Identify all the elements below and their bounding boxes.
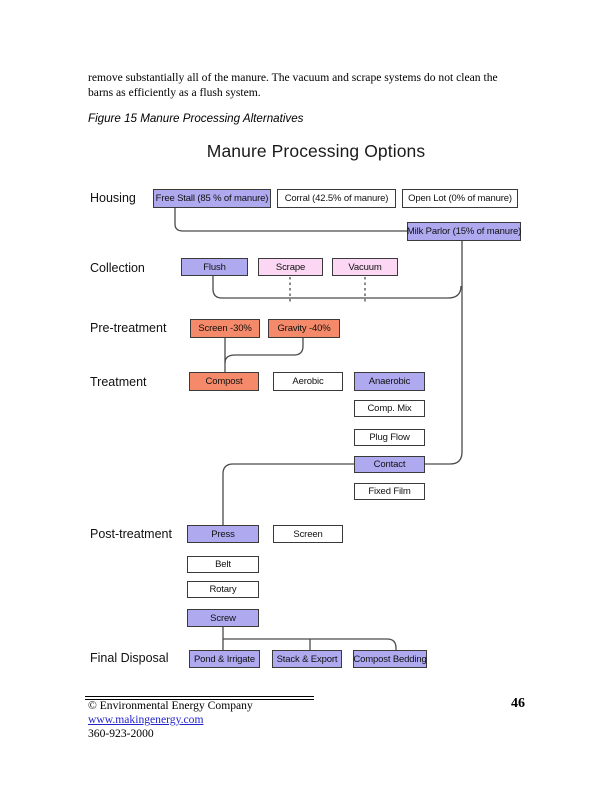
footer-website-link[interactable]: www.makingenergy.com (88, 713, 204, 726)
page-number: 46 (511, 696, 525, 711)
row-label-housing: Housing (90, 191, 136, 205)
connector-contact-to-press (222, 463, 354, 525)
box-aerobic: Aerobic (273, 372, 343, 391)
diagram-title: Manure Processing Options (206, 141, 426, 161)
box-milk-parlor: Milk Parlor (15% of manure) (407, 222, 521, 241)
box-free-stall: Free Stall (85 % of manure) (153, 189, 271, 208)
box-compost: Compost (189, 372, 259, 391)
connector-flush-to-mainline (212, 276, 462, 299)
box-screen-pretreatment: Screen -30% (190, 319, 260, 338)
box-flush: Flush (181, 258, 248, 276)
figure-caption: Figure 15 Manure Processing Alternatives (88, 112, 304, 125)
box-pond-irrigate: Pond & Irrigate (189, 650, 260, 668)
box-stack-export: Stack & Export (272, 650, 342, 668)
box-rotary: Rotary (187, 581, 259, 598)
box-comp-mix: Comp. Mix (354, 400, 425, 417)
box-screw: Screw (187, 609, 259, 627)
box-compost-bedding: Compost Bedding (353, 650, 427, 668)
box-anaerobic: Anaerobic (354, 372, 425, 391)
box-contact: Contact (354, 456, 425, 473)
connector-freestall-to-milkparlor (174, 208, 407, 232)
box-open-lot: Open Lot (0% of manure) (402, 189, 518, 208)
row-label-collection: Collection (90, 261, 145, 275)
footer-phone: 360-923-2000 (88, 727, 154, 740)
box-plug-flow: Plug Flow (354, 429, 425, 446)
body-paragraph-line-1: remove substantially all of the manure. … (88, 71, 498, 84)
body-paragraph-line-2: barns as efficiently as a flush system. (88, 85, 261, 99)
row-label-post-treatment: Post-treatment (90, 527, 172, 541)
row-label-final-disposal: Final Disposal (90, 651, 169, 665)
row-label-pre-treatment: Pre-treatment (90, 321, 167, 335)
box-fixed-film: Fixed Film (354, 483, 425, 500)
connector-gravity-merge (224, 338, 304, 364)
box-scrape: Scrape (258, 258, 323, 276)
box-belt: Belt (187, 556, 259, 573)
box-gravity: Gravity -40% (268, 319, 340, 338)
footer-copyright: © Environmental Energy Company (88, 699, 253, 712)
box-screen-posttreatment: Screen (273, 525, 343, 543)
footer-divider (85, 696, 314, 700)
box-vacuum: Vacuum (332, 258, 398, 276)
connector-disposal-horizontal (223, 638, 397, 650)
body-paragraph: remove substantially all of the manure. … (88, 71, 530, 100)
box-press: Press (187, 525, 259, 543)
connector-milkparlor-to-contact (425, 241, 463, 465)
box-corral: Corral (42.5% of manure) (277, 189, 396, 208)
row-label-treatment: Treatment (90, 375, 147, 389)
